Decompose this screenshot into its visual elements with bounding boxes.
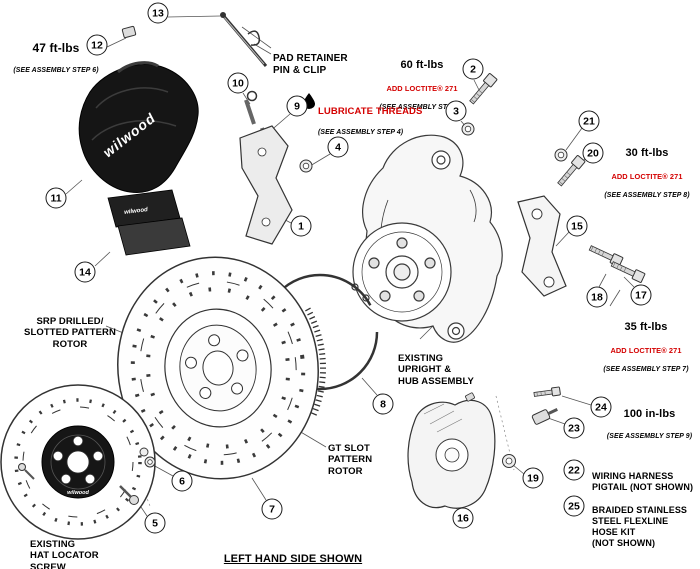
callout-25: 25: [563, 495, 585, 517]
rear-caliper: [407, 392, 496, 509]
o-ring: [246, 90, 258, 102]
mounting-bracket: [239, 90, 293, 245]
hex-bolt-17: [610, 261, 646, 283]
srp-rotor-text: SRP DRILLED/ SLOTTED PATTERN ROTOR: [24, 315, 116, 350]
hat-brand-logo: wilwood: [67, 490, 89, 496]
pad-retainer-text: PAD RETAINER PIN & CLIP: [273, 53, 348, 77]
torque-60-loctite: ADD LOCTITE® 271: [386, 83, 458, 93]
torque-35-value: 35 ft-lbs: [624, 320, 668, 333]
braided-hose-text: BRAIDED STAINLESS STEEL FLEXLINE HOSE KI…: [592, 504, 688, 548]
srp-rotor: [117, 256, 326, 480]
rotor-lug-holes: [185, 334, 249, 400]
washer-21: [554, 148, 568, 162]
callout-9: 9: [286, 95, 308, 117]
torque-30-loctite: ADD LOCTITE® 271: [611, 171, 683, 181]
callout-15: 15: [566, 215, 588, 237]
upright-hub-assembly: [352, 134, 503, 343]
front-caliper: wilwood: [78, 61, 199, 194]
caliper-bracket: [517, 195, 567, 297]
footer-orientation-note: LEFT HAND SIDE SHOWN: [213, 540, 373, 567]
pad-retainer-pin: [220, 12, 268, 67]
torque-label-100: 100 in-lbs (SEE ASSEMBLY STEP 9): [602, 396, 697, 453]
washer-3: [461, 122, 475, 136]
callout-24: 24: [590, 396, 612, 418]
torque-47-value: 47 ft-lbs: [32, 40, 80, 55]
washer-4: [299, 159, 313, 173]
caliper-nut: [121, 25, 137, 39]
pad-retainer-label: PAD RETAINER PIN & CLIP: [273, 41, 348, 78]
existing-hat-locator-screw: [18, 463, 35, 480]
torque-35-note: (SEE ASSEMBLY STEP 7): [603, 366, 689, 374]
callout-12: 12: [86, 34, 108, 56]
gt-rotor-label: GT SLOT PATTERN ROTOR: [328, 431, 372, 477]
callout-14: 14: [74, 261, 96, 283]
lubricate-label: LUBRICATE THREADS (SEE ASSEMBLY STEP 4): [318, 94, 422, 149]
srp-rotor-label: SRP DRILLED/ SLOTTED PATTERN ROTOR: [18, 304, 122, 350]
hex-bolt-20: [557, 155, 586, 187]
bracket-stud-upper: [244, 99, 256, 125]
hat-hardware-stack: [119, 447, 156, 505]
retainer-clip: [247, 30, 261, 46]
callout-6: 6: [171, 470, 193, 492]
callout-22: 22: [563, 459, 585, 481]
callout-17: 17: [630, 284, 652, 306]
torque-47-note: (SEE ASSEMBLY STEP 6): [13, 66, 99, 74]
callout-3: 3: [445, 100, 467, 122]
callout-1: 1: [290, 215, 312, 237]
callout-13: 13: [147, 2, 169, 24]
brake-pads: wilwood: [107, 189, 191, 256]
fitting-23: [531, 408, 558, 425]
callout-16: 16: [452, 507, 474, 529]
lubricate-note: (SEE ASSEMBLY STEP 4): [318, 128, 404, 136]
banjo-bolt-24: [533, 386, 561, 397]
pad-brand-logo: wilwood: [124, 207, 149, 216]
torque-35-loctite: ADD LOCTITE® 271: [610, 345, 682, 355]
hat-lug-holes: [52, 435, 104, 485]
wiring-harness-label: WIRING HARNESS PIGTAIL (NOT SHOWN): [592, 460, 693, 493]
torque-30-note: (SEE ASSEMBLY STEP 8): [604, 192, 690, 200]
callout-18: 18: [586, 286, 608, 308]
hat-screw-label: EXISTING HAT LOCATOR SCREW: [30, 527, 99, 569]
braided-hose-label: BRAIDED STAINLESS STEEL FLEXLINE HOSE KI…: [592, 494, 687, 549]
hat-screw: [119, 485, 139, 505]
callout-20: 20: [582, 142, 604, 164]
callout-2: 2: [462, 58, 484, 80]
callout-4: 4: [327, 136, 349, 158]
callout-10: 10: [227, 72, 249, 94]
existing-upright-label: EXISTING UPRIGHT & HUB ASSEMBLY: [398, 341, 474, 387]
torque-60-value: 60 ft-lbs: [400, 58, 444, 71]
hex-bolt-18: [588, 245, 624, 267]
callout-8: 8: [372, 393, 394, 415]
hat-screw-text: EXISTING HAT LOCATOR SCREW: [30, 538, 99, 569]
lubricate-text: LUBRICATE THREADS: [318, 105, 423, 117]
callout-23: 23: [563, 417, 585, 439]
wiring-harness-text: WIRING HARNESS PIGTAIL (NOT SHOWN): [592, 470, 694, 492]
torque-100-value: 100 in-lbs: [623, 407, 676, 420]
footer-text: LEFT HAND SIDE SHOWN: [223, 553, 363, 566]
torque-100-note: (SEE ASSEMBLY STEP 9): [606, 432, 693, 440]
callout-21: 21: [578, 110, 600, 132]
wheel-studs: [368, 237, 436, 302]
torque-30-value: 30 ft-lbs: [625, 146, 669, 159]
bleed-screw: [465, 392, 475, 402]
gt-rotor: wilwood: [0, 384, 156, 540]
torque-label-35: 35 ft-lbs ADD LOCTITE® 271 (SEE ASSEMBLY…: [596, 309, 696, 386]
callout-5: 5: [144, 512, 166, 534]
hex-bolt-2: [469, 73, 498, 105]
gt-rotor-text: GT SLOT PATTERN ROTOR: [328, 442, 373, 477]
callout-19: 19: [522, 467, 544, 489]
washer-19: [502, 454, 516, 468]
callout-7: 7: [261, 498, 283, 520]
callout-11: 11: [45, 187, 67, 209]
torque-label-30: 30 ft-lbs ADD LOCTITE® 271 (SEE ASSEMBLY…: [598, 135, 696, 212]
torque-label-47: 47 ft-lbs (SEE ASSEMBLY STEP 6): [4, 29, 108, 87]
existing-upright-text: EXISTING UPRIGHT & HUB ASSEMBLY: [398, 352, 474, 387]
